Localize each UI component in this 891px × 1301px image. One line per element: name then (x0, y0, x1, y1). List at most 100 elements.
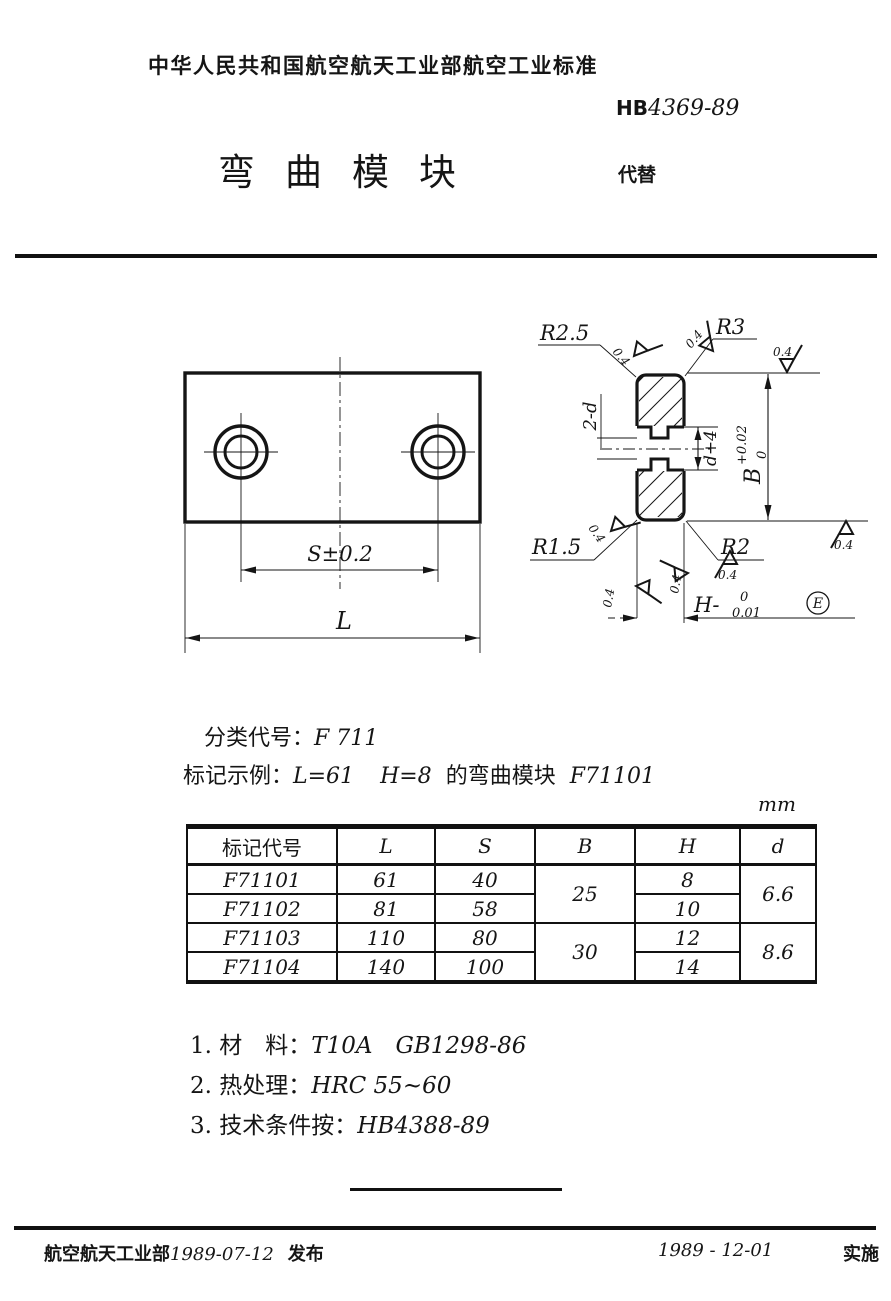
cell-b-merged: 30 (534, 922, 636, 983)
cell-code: F71104 (186, 951, 338, 983)
table-row: F71102 81 58 10 (186, 893, 816, 924)
specification-table: 标记代号 L S B H d F71101 61 40 25 8 6.6 F71… (186, 824, 817, 984)
cell-h: 12 (634, 922, 741, 953)
label-2d: 2-d (580, 394, 637, 460)
dimension-h: H- 0 0.01 E (608, 523, 855, 623)
label-2d-text: 2-d (580, 401, 601, 431)
col-header-s: S (434, 825, 536, 866)
header-divider (15, 254, 877, 258)
footer-issue-label: 发布 (287, 1244, 324, 1265)
unit-label: mm (758, 792, 796, 816)
cell-d-merged: 6.6 (739, 863, 817, 924)
roughness-value: 0.4 (718, 568, 737, 582)
dimension-d4: d+4 (670, 426, 721, 471)
end-of-text-mark (350, 1188, 562, 1191)
cell-h: 14 (634, 951, 741, 983)
cell-l: 81 (336, 893, 436, 924)
document-title: 弯曲模块 (218, 151, 486, 194)
hole-channel-mask (630, 426, 690, 471)
plate-outline (183, 371, 482, 524)
roughness-value: 0.4 (586, 522, 608, 546)
dimension-s: S±0.2 (241, 542, 438, 574)
roughness-icon (627, 329, 664, 367)
standard-number-prefix: HB (616, 96, 648, 120)
footer-impl-label: 实施 (843, 1244, 879, 1265)
table-row: F71104 140 100 14 (186, 951, 816, 983)
footer-impl-date: 1989 - 12-01 (658, 1240, 774, 1261)
table-row: F71101 61 40 25 8 6.6 (186, 863, 817, 924)
dim-b-tol-lower: 0 (755, 451, 770, 459)
footer-divider (14, 1226, 876, 1230)
cell-l: 110 (336, 922, 436, 953)
roughness-value: 0.4 (600, 587, 617, 608)
radius-callout-bottom-left: R1.5 (530, 519, 638, 561)
roughness-value: 0.4 (773, 345, 792, 359)
note-label: 1. 材 料： (190, 1033, 312, 1059)
cell-l: 140 (336, 951, 436, 983)
dim-h-letter: H- (693, 593, 719, 617)
cell-code: F71101 (186, 863, 338, 895)
example-label: 标记示例： (183, 764, 294, 789)
roughness-value: 0.4 (610, 345, 633, 369)
envelope-symbol-letter: E (812, 596, 823, 612)
standard-number-value: 4369-89 (647, 96, 740, 121)
note-value: HRC 55~60 (311, 1073, 452, 1099)
dim-s-label: S±0.2 (307, 542, 372, 566)
roughness-icon (633, 578, 665, 605)
classification-code-line: 分类代号：F 711 (204, 720, 378, 752)
cell-h: 8 (634, 863, 741, 895)
note-value: T10A GB1298-86 (311, 1033, 527, 1059)
dim-h-tol-lower: 0.01 (732, 606, 761, 621)
radius-callout-bottom-right: R2 (685, 520, 764, 561)
example-dim-h: H=8 (380, 764, 432, 789)
table-header-row: 标记代号 L S B H d (186, 825, 817, 866)
radius-r2-label: R2 (720, 535, 750, 559)
roughness-value: 0.4 (667, 573, 684, 594)
note-heat-treatment: 2. 热处理：HRC 55~60 (190, 1066, 451, 1100)
replaces-label: 代替 (618, 164, 657, 186)
cell-code: F71102 (186, 893, 338, 924)
dim-b-letter: B (741, 468, 766, 485)
standard-number: HB4369-89 (616, 96, 739, 121)
engineering-drawing: S±0.2 L (183, 315, 868, 653)
dim-b-tol-upper: +0.02 (735, 425, 750, 465)
classification-label: 分类代号： (204, 726, 315, 751)
cell-s: 40 (434, 863, 536, 895)
dimension-l: L (184, 524, 481, 653)
footer-issue-line: 航空航天工业部1989-07-12 发布 (44, 1240, 324, 1266)
cell-h: 10 (634, 893, 741, 924)
cell-s: 80 (434, 922, 536, 953)
dim-d4-label: d+4 (701, 430, 721, 466)
roughness-value: 0.4 (834, 538, 853, 552)
col-header-h: H (634, 825, 741, 866)
col-header-b: B (534, 825, 636, 866)
example-dim-l: L=61 (293, 764, 355, 789)
table-row: F71103 110 80 30 12 8.6 (186, 922, 817, 983)
cell-d-merged: 8.6 (739, 922, 817, 983)
note-label: 3. 技术条件按： (190, 1113, 358, 1139)
example-text: 的弯曲模块 (445, 764, 556, 789)
example-code: F71101 (569, 764, 655, 789)
radius-callout-top-right: R3 (684, 315, 757, 377)
hole-left (204, 413, 278, 582)
dim-l-label: L (335, 607, 352, 635)
cell-s: 58 (434, 893, 536, 924)
cell-b-merged: 25 (534, 863, 636, 924)
dim-h-tol-upper: 0 (740, 590, 748, 605)
classification-value: F 711 (314, 726, 379, 751)
note-value: HB4388-89 (357, 1113, 490, 1139)
radius-r3-label: R3 (715, 315, 745, 339)
note-label: 2. 热处理： (190, 1073, 312, 1099)
dimension-b: B +0.02 0 (687, 372, 868, 522)
col-header-code: 标记代号 (186, 825, 338, 866)
footer-issue-date: 1989-07-12 (170, 1244, 274, 1265)
radius-callout-top-left: R2.5 (538, 321, 637, 378)
footer-issue-org: 航空航天工业部 (44, 1244, 170, 1265)
cell-code: F71103 (186, 922, 338, 953)
col-header-d: d (739, 825, 817, 866)
cell-l: 61 (336, 863, 436, 895)
cell-s: 100 (434, 951, 536, 983)
col-header-l: L (336, 825, 436, 866)
radius-r25-label: R2.5 (539, 321, 589, 345)
